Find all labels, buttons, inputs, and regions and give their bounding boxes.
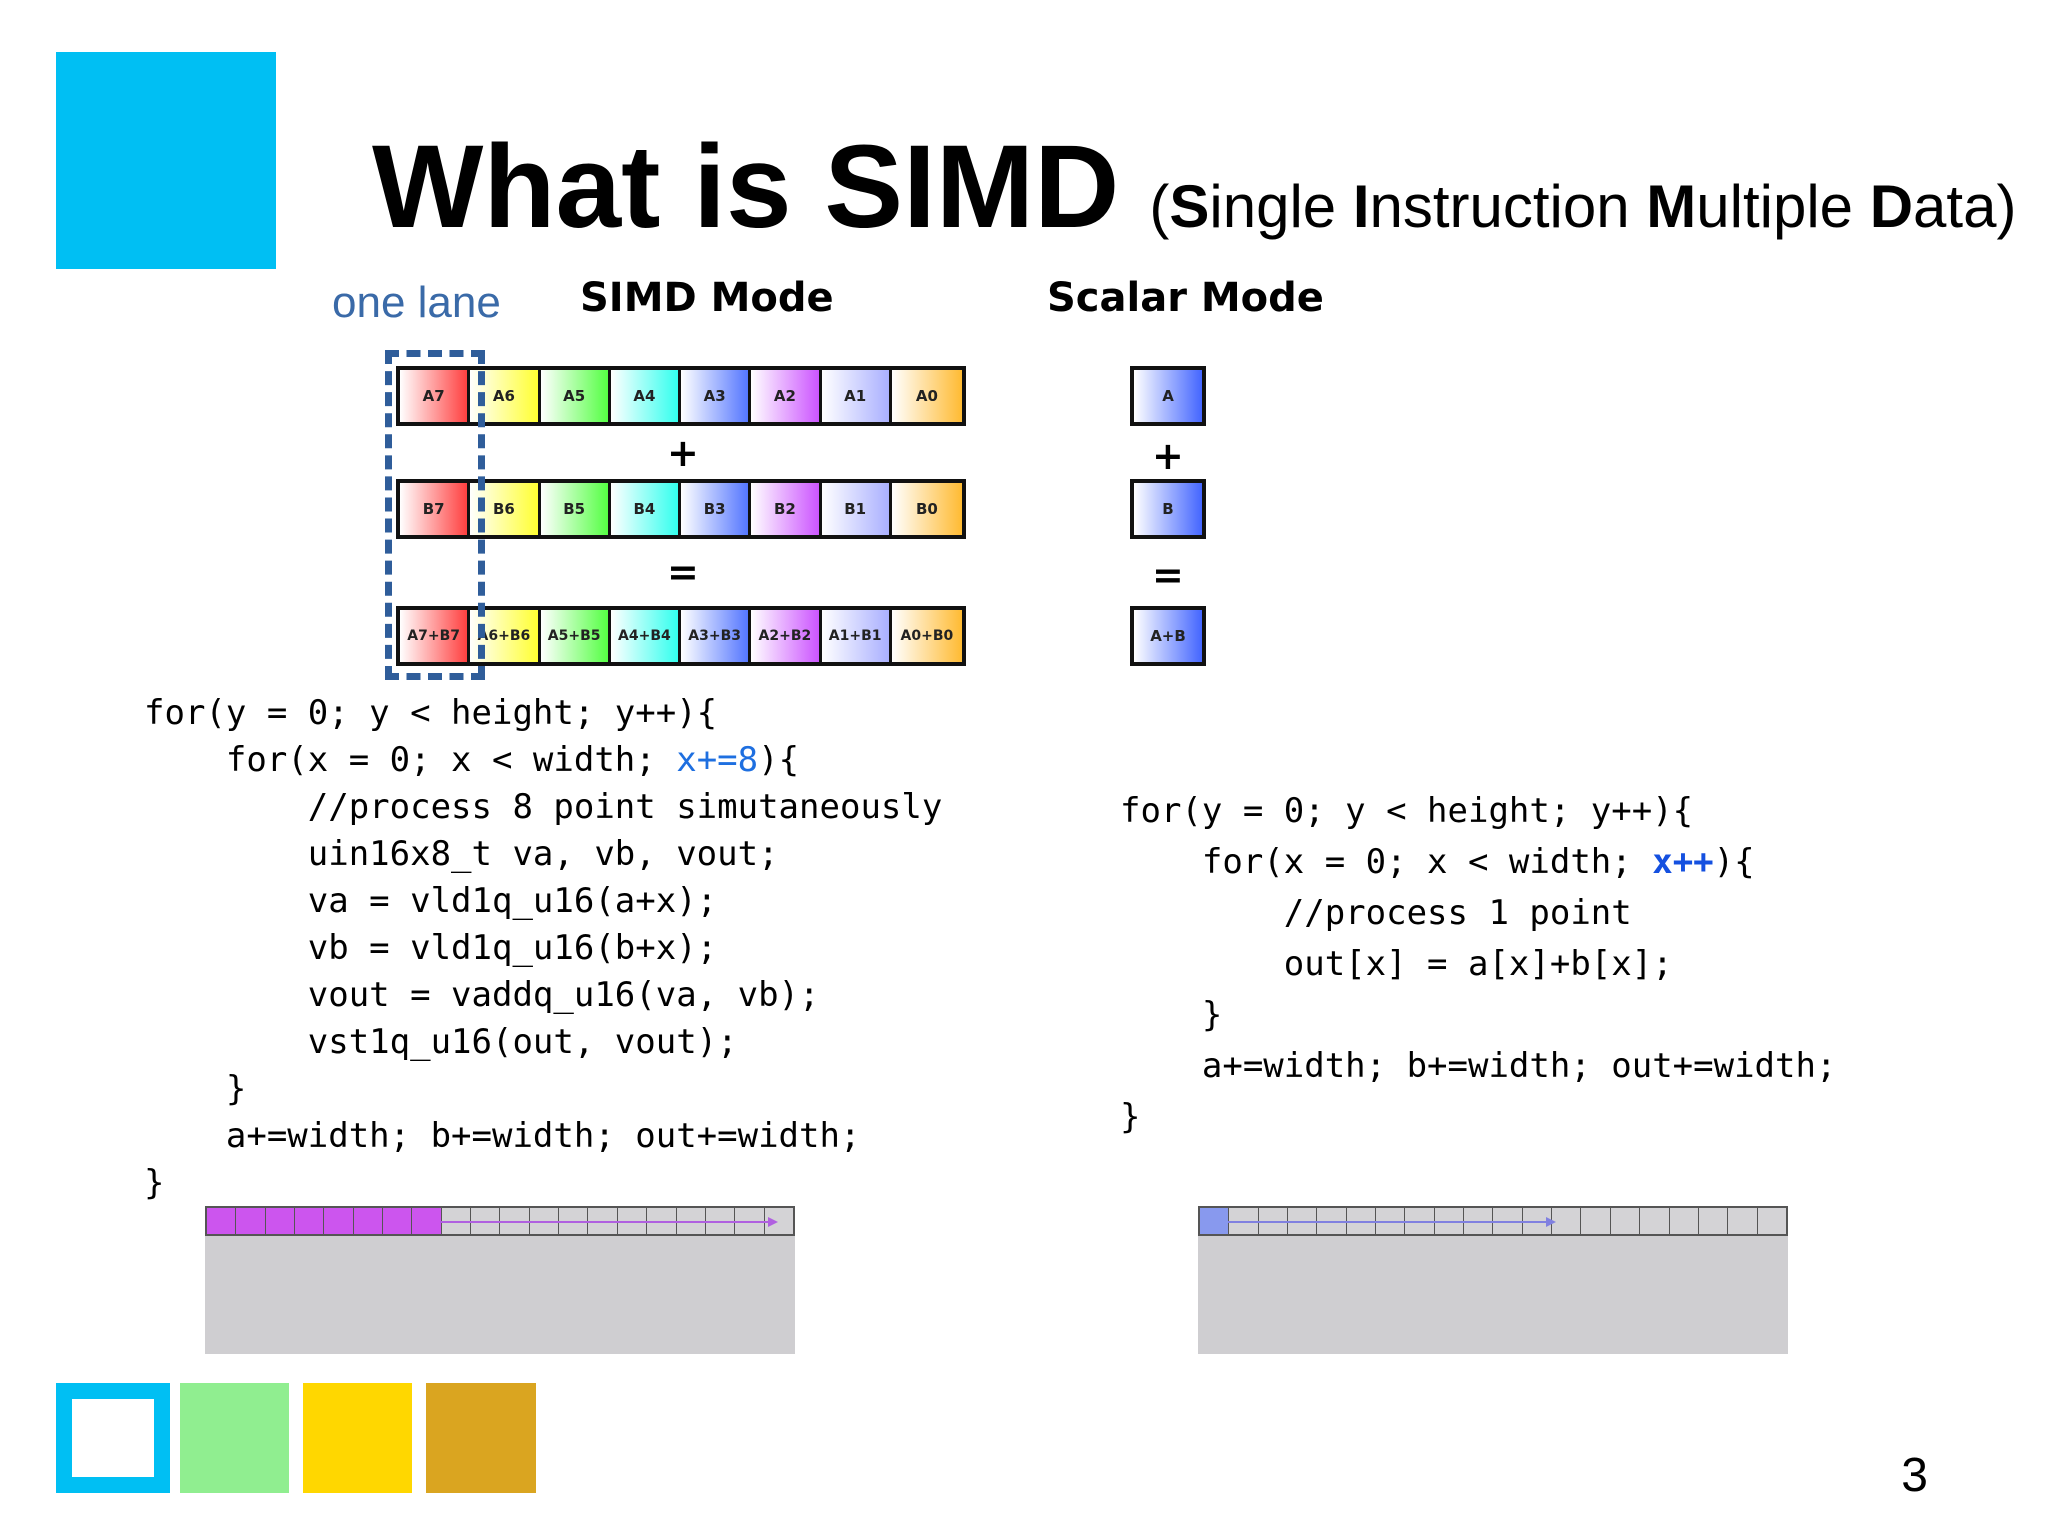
simd-lane-cell: A7+B7 xyxy=(400,610,471,662)
simd-code-block: for(y = 0; y < height; y++){ for(x = 0; … xyxy=(144,693,943,1203)
simd-equals-sign: = xyxy=(667,550,699,594)
memory-cell xyxy=(1200,1208,1230,1234)
simd-lane-cell: B1 xyxy=(821,483,892,535)
memory-cell xyxy=(1757,1208,1786,1234)
simd-lane-cell: B5 xyxy=(540,483,611,535)
simd-lane-cell: A1+B1 xyxy=(821,610,892,662)
memory-cell xyxy=(1698,1208,1729,1234)
memory-cell xyxy=(295,1208,325,1234)
scalar-code-block: for(y = 0; y < height; y++){ for(x = 0; … xyxy=(1120,791,1837,1137)
simd-lane-cell: A3+B3 xyxy=(681,610,752,662)
memory-cell xyxy=(1669,1208,1699,1234)
simd-lane-cell: A0 xyxy=(891,370,962,422)
scalar-mode-label: Scalar Mode xyxy=(1047,275,1324,321)
scalar-cell-sum: A+B xyxy=(1130,606,1206,666)
simd-mode-label: SIMD Mode xyxy=(580,275,834,321)
one-lane-label: one lane xyxy=(332,278,501,327)
simd-lane-cell: A2 xyxy=(751,370,822,422)
simd-lane-cell: B7 xyxy=(400,483,471,535)
deco-green-square xyxy=(180,1383,289,1493)
page-number: 3 xyxy=(1901,1449,1928,1502)
scalar-memory-block xyxy=(1198,1236,1788,1354)
simd-lane-cell: B3 xyxy=(681,483,752,535)
simd-plus-sign: + xyxy=(667,431,699,475)
scalar-scan-arrow xyxy=(1228,1217,1556,1227)
slide-title: What is SIMD(Single Instruction Multiple… xyxy=(372,128,2016,246)
simd-lane-cell: A5 xyxy=(540,370,611,422)
scalar-cell-label: A+B xyxy=(1134,610,1202,662)
title-main: What is SIMD xyxy=(372,121,1120,253)
simd-scan-arrow xyxy=(440,1217,778,1227)
memory-cell xyxy=(324,1208,354,1234)
memory-cell xyxy=(1610,1208,1641,1234)
scalar-cell-b: B xyxy=(1130,479,1206,539)
memory-cell xyxy=(412,1208,442,1234)
deco-gold-square xyxy=(426,1383,536,1493)
memory-cell xyxy=(353,1208,384,1234)
scalar-cell-label: B xyxy=(1134,483,1202,535)
memory-cell xyxy=(1581,1208,1611,1234)
simd-lane-cell: A0+B0 xyxy=(891,610,962,662)
simd-lane-cell: B4 xyxy=(610,483,681,535)
simd-lane-cell: A7 xyxy=(400,370,471,422)
simd-lane-cell: A3 xyxy=(681,370,752,422)
scalar-plus-sign: + xyxy=(1152,434,1184,478)
title-subtitle: (Single Instruction Multiple Data) xyxy=(1149,173,2017,240)
deco-yellow-square xyxy=(303,1383,412,1493)
memory-cell xyxy=(1728,1208,1758,1234)
scalar-equals-sign: = xyxy=(1152,553,1184,597)
simd-lane-cell: B2 xyxy=(751,483,822,535)
scalar-cell-a: A xyxy=(1130,366,1206,426)
one-lane-highlight-box xyxy=(385,350,485,680)
scalar-increment-highlight: x++ xyxy=(1652,842,1714,882)
simd-lane-cell: A4+B4 xyxy=(610,610,681,662)
simd-lane-cell: B0 xyxy=(891,483,962,535)
simd-lane-cell: A1 xyxy=(821,370,892,422)
memory-cell xyxy=(1552,1208,1582,1234)
simd-increment-highlight: x+=8 xyxy=(676,740,759,780)
memory-cell xyxy=(207,1208,237,1234)
simd-lane-cell: A2+B2 xyxy=(751,610,822,662)
simd-lane-cell: A4 xyxy=(610,370,681,422)
simd-memory-block xyxy=(205,1236,795,1354)
deco-big-blue-square xyxy=(56,52,276,269)
memory-cell xyxy=(265,1208,296,1234)
memory-cell xyxy=(1640,1208,1670,1234)
memory-cell xyxy=(383,1208,413,1234)
memory-cell xyxy=(236,1208,266,1234)
simd-lane-cell: A5+B5 xyxy=(540,610,611,662)
scalar-cell-label: A xyxy=(1134,370,1202,422)
deco-outlined-blue-square xyxy=(56,1383,170,1493)
